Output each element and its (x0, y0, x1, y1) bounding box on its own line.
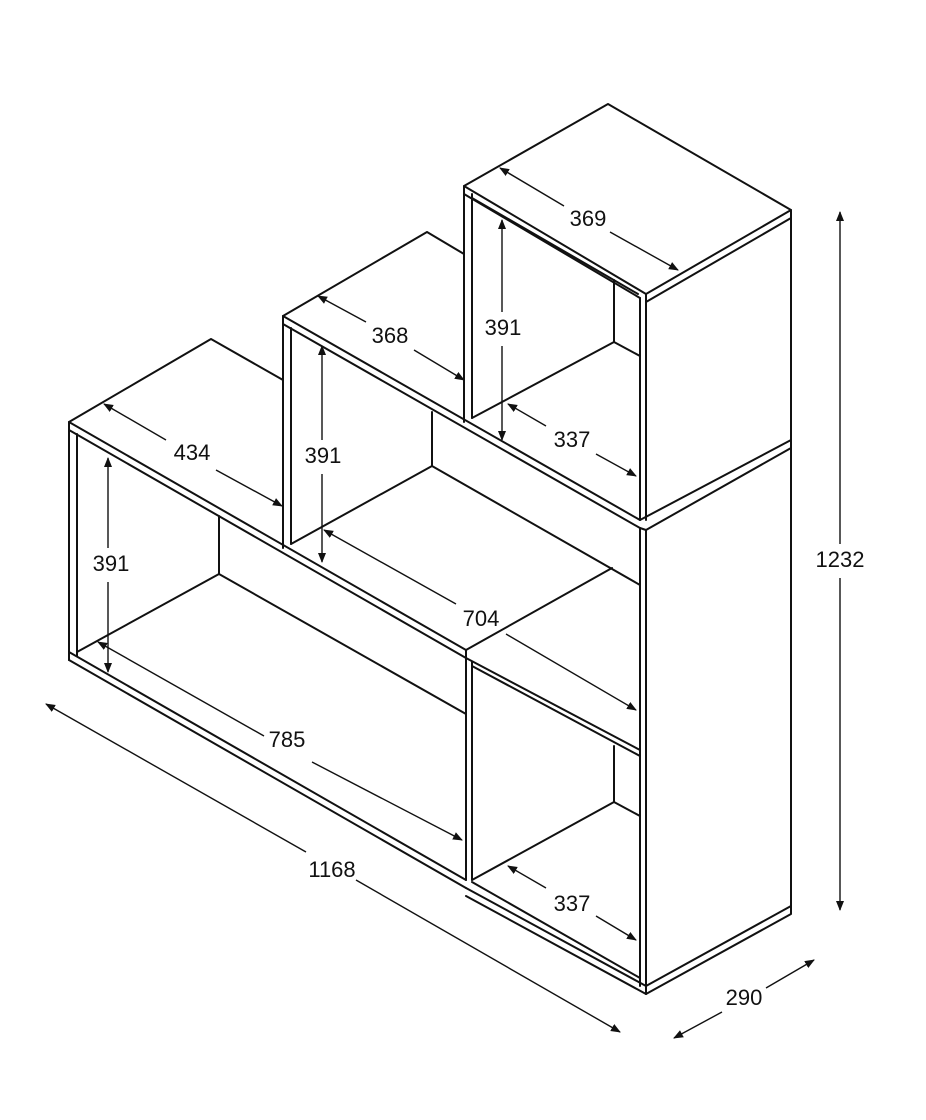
dim-label-left-top-depth: 434 (174, 440, 211, 465)
shelf-outline (68, 103, 792, 995)
dim-label-mid-shelf-width: 704 (463, 606, 500, 631)
dimension-labels: 1168 1232 290 785 704 434 368 369 391 39… (93, 206, 865, 1010)
dim-label-upper-cube-depth: 337 (554, 427, 591, 452)
left-step (68, 338, 467, 889)
dim-label-depth: 290 (726, 985, 763, 1010)
top-cube (463, 103, 792, 521)
dim-label-bottom-left-width: 785 (269, 727, 306, 752)
dim-line-337-upper-b (595, 453, 637, 477)
dim-line-368-b (413, 349, 465, 381)
dim-line-337-lower-a (507, 865, 547, 889)
dim-label-total-width: 1168 (308, 857, 355, 882)
dim-line-337-lower-b (595, 915, 637, 941)
dim-line-434-a (103, 403, 167, 441)
dim-line-369-a (499, 167, 565, 207)
middle-step (282, 231, 641, 586)
dim-line-704-a (323, 529, 457, 605)
dim-line-290-a (673, 1011, 723, 1039)
dim-label-middle-top-depth: 368 (372, 323, 409, 348)
dim-line-369-b (609, 231, 679, 271)
right-tall-unit (465, 439, 792, 995)
dim-line-1168-a (45, 703, 307, 853)
dimension-lines (45, 167, 844, 1039)
dim-label-right-height: 391 (485, 315, 522, 340)
dim-line-1168-b (355, 879, 621, 1033)
dim-line-785-a (97, 641, 265, 737)
dim-line-434-b (215, 469, 283, 507)
dim-label-total-height: 1232 (816, 547, 865, 572)
dim-line-337-upper-a (507, 403, 547, 427)
dim-label-right-top-depth: 369 (570, 206, 607, 231)
dim-line-368-a (317, 295, 367, 323)
dim-line-785-b (311, 761, 463, 841)
dim-label-middle-height: 391 (305, 443, 342, 468)
dim-label-left-height: 391 (93, 551, 130, 576)
dim-line-704-b (505, 633, 637, 711)
dim-label-lower-cube-depth: 337 (554, 891, 591, 916)
dim-line-290-b (765, 959, 815, 989)
